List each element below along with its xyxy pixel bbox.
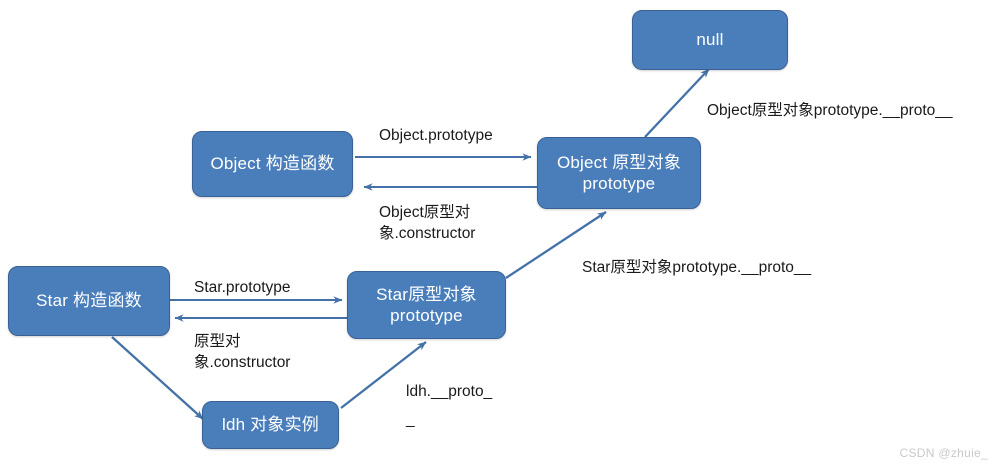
edge-label-object-proto-constructor: Object原型对 象.constructor [379, 204, 476, 242]
watermark: CSDN @zhuie_ [899, 446, 988, 460]
edge-label-star-prototype: Star.prototype [194, 279, 291, 296]
node-star-prototype-label: Star原型对象 prototype [376, 284, 477, 325]
node-object-prototype-label: Object 原型对象 prototype [556, 152, 682, 193]
edge-label-object-proto-proto: Object原型对象prototype.__proto__ [707, 102, 953, 119]
arrow-ldh-to-star-proto [340, 341, 427, 409]
node-object-constructor[interactable]: Object 构造函数 [192, 131, 353, 197]
node-null-label: null [696, 30, 724, 50]
arrow-star-proto-to-object-proto [505, 211, 607, 279]
edge-label-star-proto-proto: Star原型对象prototype.__proto__ [582, 259, 812, 276]
node-ldh-instance[interactable]: ldh 对象实例 [202, 401, 339, 449]
node-star-prototype[interactable]: Star原型对象 prototype [347, 271, 506, 339]
node-star-constructor[interactable]: Star 构造函数 [8, 266, 170, 336]
edge-label-star-proto-constructor: 原型对 象.constructor [194, 333, 291, 371]
arrow-star-ctor-to-ldh [111, 336, 204, 420]
node-null[interactable]: null [632, 10, 788, 70]
node-ldh-instance-label: ldh 对象实例 [221, 415, 319, 435]
node-star-constructor-label: Star 构造函数 [36, 291, 142, 311]
node-object-prototype[interactable]: Object 原型对象 prototype [537, 137, 701, 209]
node-object-constructor-label: Object 构造函数 [210, 154, 335, 174]
edge-label-ldh-proto: ldh.__proto_ _ [406, 383, 493, 428]
arrow-object-proto-to-null [644, 68, 710, 138]
edge-label-object-prototype: Object.prototype [379, 127, 493, 144]
